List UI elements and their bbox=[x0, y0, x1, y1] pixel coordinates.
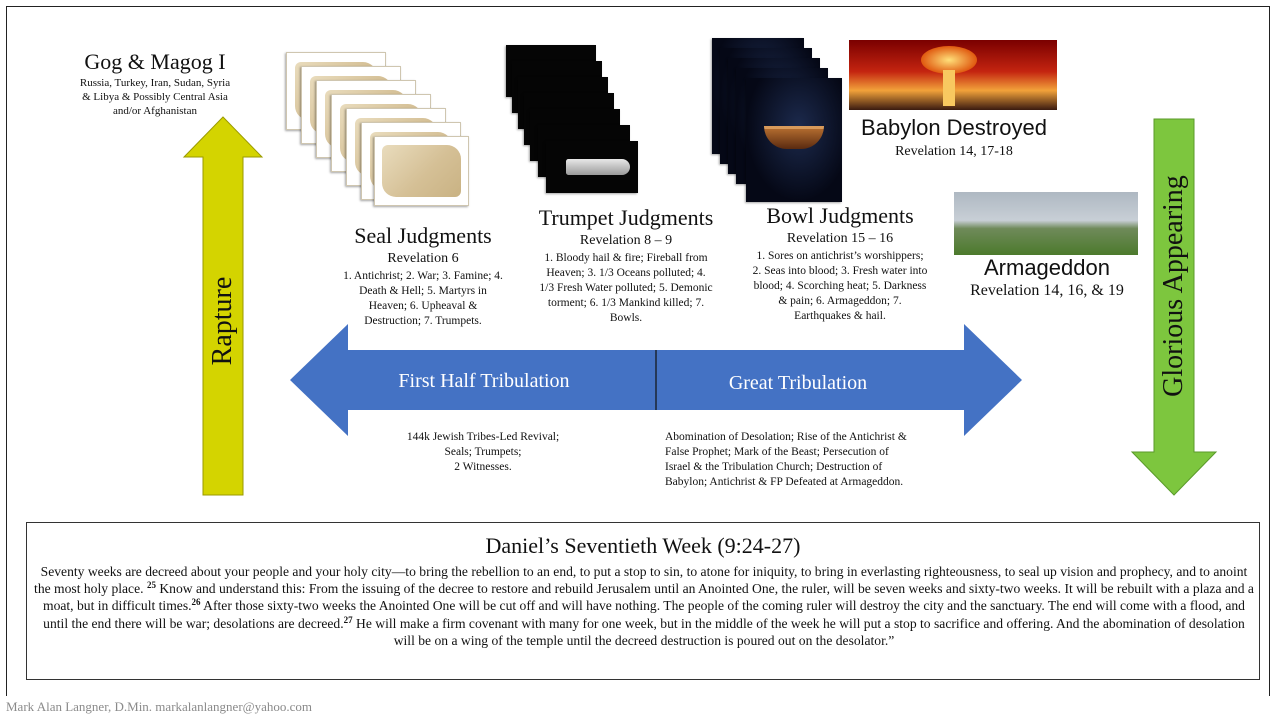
rapture-label-wrap: Rapture bbox=[207, 261, 238, 381]
babylon-block: Babylon Destroyed Revelation 14, 17-18 bbox=[842, 116, 1066, 160]
first-half-note-2: Seals; Trumpets; bbox=[444, 446, 522, 458]
daniel-passage: Seventy weeks are decreed about your peo… bbox=[33, 563, 1255, 649]
great-trib-note-1: Abomination of Desolation; Rise of the A… bbox=[665, 431, 907, 443]
seal-images bbox=[286, 52, 476, 212]
seal-judgments-line-1: 1. Antichrist; 2. War; 3. Famine; 4. bbox=[343, 270, 503, 282]
seal-scroll-7 bbox=[374, 136, 469, 206]
tribulation-arrow bbox=[290, 324, 1022, 436]
rapture-label: Rapture bbox=[207, 276, 238, 366]
seal-judgments-line-2: Death & Hell; 5. Martyrs in bbox=[359, 285, 487, 297]
bowl-card-5 bbox=[746, 78, 842, 202]
great-trib-notes: Abomination of Desolation; Rise of the A… bbox=[665, 430, 965, 490]
mushroom-stem bbox=[943, 70, 955, 106]
gog-magog-line-2: & Libya & Possibly Central Asia bbox=[82, 91, 228, 103]
trumpet-images bbox=[506, 45, 638, 195]
gog-magog-line-1: Russia, Turkey, Iran, Sudan, Syria bbox=[79, 77, 231, 89]
armageddon-ref: Revelation 14, 16, & 19 bbox=[970, 282, 1124, 299]
gog-magog-title: Gog & Magog I bbox=[84, 49, 226, 74]
great-trib-note-2: False Prophet; Mark of the Beast; Persec… bbox=[665, 446, 889, 458]
armageddon-block: Armageddon Revelation 14, 16, & 19 bbox=[950, 256, 1144, 300]
verse-number-26: 26 bbox=[191, 597, 201, 608]
glorious-arrow-shape bbox=[1130, 118, 1218, 496]
glorious-label-wrap: Glorious Appearing bbox=[1157, 166, 1191, 406]
first-half-notes: 144k Jewish Tribes-Led Revival; Seals; T… bbox=[378, 430, 588, 475]
daniel-verse-27: He will make a firm covenant with many f… bbox=[356, 615, 1245, 648]
great-trib-note-4: Babylon; Antichrist & FP Defeated at Arm… bbox=[665, 476, 904, 488]
babylon-title: Babylon Destroyed bbox=[861, 115, 1047, 140]
babylon-image bbox=[849, 40, 1057, 110]
trumpet-judgments-line-2: Heaven; 3. 1/3 Oceans polluted; 4. bbox=[546, 267, 706, 279]
trumpet-card-7 bbox=[546, 141, 638, 193]
daniel-title: Daniel’s Seventieth Week (9:24-27) bbox=[485, 533, 801, 558]
verse-number-27: 27 bbox=[343, 614, 353, 625]
rapture-arrow bbox=[182, 116, 264, 496]
gog-magog-block: Gog & Magog I Russia, Turkey, Iran, Suda… bbox=[50, 50, 260, 118]
bowl-images bbox=[712, 38, 842, 203]
mushroom-cloud bbox=[921, 46, 977, 74]
trumpet-judgments-title: Trumpet Judgments bbox=[538, 205, 714, 230]
glorious-appearing-arrow bbox=[1130, 118, 1218, 496]
first-half-note-1: 144k Jewish Tribes-Led Revival; bbox=[406, 431, 560, 443]
rapture-arrow-shape bbox=[182, 116, 264, 496]
great-trib-note-3: Israel & the Tribulation Church; Destruc… bbox=[665, 461, 883, 473]
footer-credit: Mark Alan Langner, D.Min. markalanlangne… bbox=[6, 699, 313, 714]
seal-judgments-title: Seal Judgments bbox=[354, 223, 492, 248]
bowl-judgments-line-4: & pain; 6. Armageddon; 7. bbox=[778, 295, 902, 307]
seal-judgments-block: Seal Judgments Revelation 6 1. Antichris… bbox=[318, 224, 528, 329]
bowl-judgments-ref: Revelation 15 – 16 bbox=[786, 231, 894, 246]
armageddon-title: Armageddon bbox=[984, 255, 1110, 280]
first-half-label: First Half Tribulation bbox=[398, 370, 570, 392]
trumpet-judgments-block: Trumpet Judgments Revelation 8 – 9 1. Bl… bbox=[516, 206, 736, 326]
daniel-seventieth-week-box: Daniel’s Seventieth Week (9:24-27) Seven… bbox=[26, 522, 1260, 680]
great-tribulation-label: Great Tribulation bbox=[728, 372, 868, 394]
verse-number-25: 25 bbox=[146, 580, 156, 591]
bowl-judgments-line-5: Earthquakes & hail. bbox=[794, 310, 886, 322]
seal-judgments-ref: Revelation 6 bbox=[387, 251, 459, 266]
first-half-note-3: 2 Witnesses. bbox=[454, 461, 512, 473]
bowl-dish bbox=[764, 126, 824, 149]
seal-judgments-line-3: Heaven; 6. Upheaval & bbox=[368, 300, 478, 312]
trumpet-judgments-ref: Revelation 8 – 9 bbox=[579, 233, 673, 248]
glorious-label: Glorious Appearing bbox=[1158, 175, 1189, 397]
bowl-judgments-block: Bowl Judgments Revelation 15 – 16 1. Sor… bbox=[730, 204, 950, 324]
daniel-verse-26: After those sixty-two weeks the Anointed… bbox=[43, 598, 1245, 631]
trumpet-judgments-line-1: 1. Bloody hail & fire; Fireball from bbox=[544, 252, 708, 264]
trumpet-judgments-line-4: torment; 6. 1/3 Mankind killed; 7. bbox=[547, 297, 705, 309]
bowl-judgments-line-1: 1. Sores on antichrist’s worshippers; bbox=[756, 250, 924, 262]
seal-judgments-line-4: Destruction; 7. Trumpets. bbox=[364, 315, 482, 327]
trumpet-judgments-line-5: Bowls. bbox=[609, 312, 643, 324]
bowl-judgments-title: Bowl Judgments bbox=[766, 203, 914, 228]
bowl-judgments-line-2: 2. Seas into blood; 3. Fresh water into bbox=[752, 265, 928, 277]
armageddon-image bbox=[954, 192, 1138, 255]
babylon-ref: Revelation 14, 17-18 bbox=[895, 144, 1013, 159]
gog-magog-line-3: and/or Afghanistan bbox=[112, 105, 197, 117]
daniel-verse-24: Seventy weeks are decreed about your peo… bbox=[34, 564, 1248, 597]
bowl-judgments-line-3: blood; 4. Scorching heat; 5. Darkness bbox=[753, 280, 927, 292]
daniel-verse-25: Know and understand this: From the issui… bbox=[43, 581, 1254, 614]
trumpet-judgments-line-3: 1/3 Fresh Water polluted; 5. Demonic bbox=[539, 282, 713, 294]
slide-frame bbox=[6, 6, 1270, 696]
